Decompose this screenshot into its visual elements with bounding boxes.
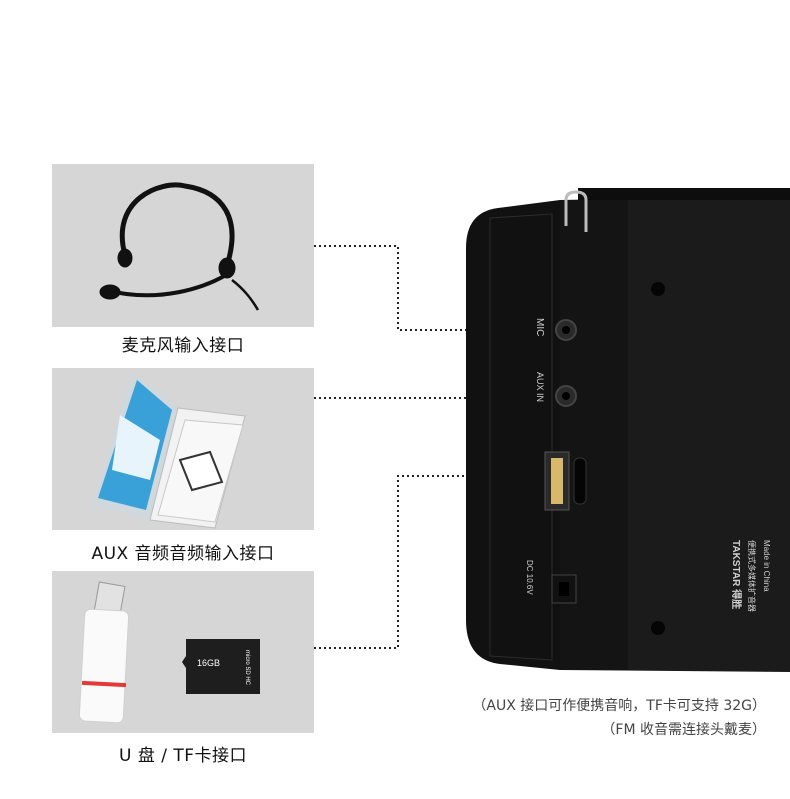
usb-drive-icon <box>78 581 130 724</box>
made-in-text: Made in China <box>762 540 771 592</box>
usb-port <box>544 451 570 511</box>
mic-jack <box>555 319 577 341</box>
dc-power-jack <box>551 574 577 604</box>
brand-text: TAKSTAR 得胜 <box>730 540 743 609</box>
mic-port-text: MIC <box>534 318 545 336</box>
smartphone-icon <box>178 450 224 492</box>
mic-port-label: 麦克风输入接口 <box>121 336 245 356</box>
usb-tf-port-label: U 盘 / TF卡接口 <box>118 746 248 766</box>
aux-in-text: AUX IN <box>535 372 545 402</box>
dc-voltage-text: DC 10.6V <box>525 560 534 595</box>
mic-panel <box>52 164 314 327</box>
tf-card-slot <box>573 457 587 505</box>
headset-mic-icon <box>99 182 260 311</box>
speaker-device <box>466 188 790 672</box>
sd-capacity-label: 16GB <box>197 658 220 668</box>
microsd-card-icon: 16GB micro SD HC <box>182 639 260 694</box>
aux-jack <box>555 385 577 407</box>
sd-brand-label: micro SD HC <box>244 650 250 686</box>
usb-connector-line <box>314 475 532 649</box>
mic-connector-line <box>314 245 530 331</box>
aux-port-label: AUX 音频音频输入接口 <box>91 544 275 564</box>
model-subtitle-text: 便携式多媒体扩音器 <box>747 540 757 612</box>
aux-tf-note: （AUX 接口可作便携音响，TF卡可支持 32G） <box>472 698 766 714</box>
fm-note: （FM 收音需连接头戴麦） <box>601 722 766 738</box>
